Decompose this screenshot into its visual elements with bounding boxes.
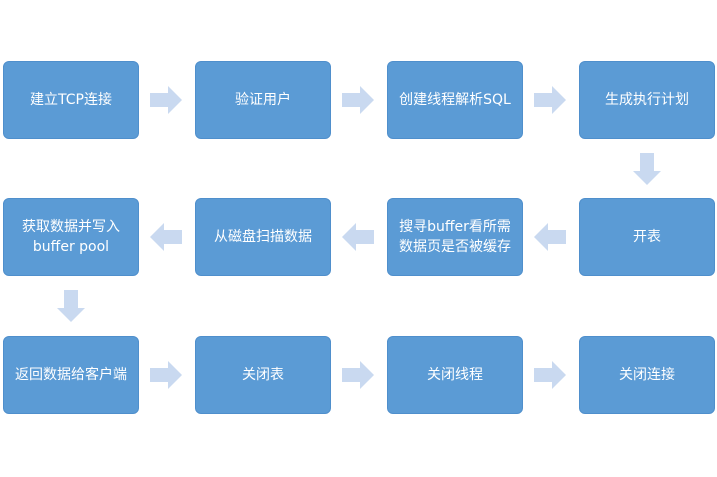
step-create-thread-parse-sql: 创建线程解析SQL	[387, 61, 523, 139]
step-close-thread: 关闭线程	[387, 336, 523, 414]
arrow-right-icon	[534, 86, 566, 114]
arrow-right-icon	[534, 361, 566, 389]
step-search-buffer-cache: 搜寻buffer看所需 数据页是否被缓存	[387, 198, 523, 276]
step-generate-execution-plan: 生成执行计划	[579, 61, 715, 139]
arrow-right-icon	[150, 86, 182, 114]
step-close-connection: 关闭连接	[579, 336, 715, 414]
step-scan-disk-data: 从磁盘扫描数据	[195, 198, 331, 276]
step-return-data-to-client: 返回数据给客户端	[3, 336, 139, 414]
arrow-left-icon	[150, 223, 182, 251]
step-fetch-write-buffer-pool: 获取数据并写入 buffer pool	[3, 198, 139, 276]
step-establish-tcp-connection: 建立TCP连接	[3, 61, 139, 139]
arrow-down-icon	[633, 153, 661, 185]
arrow-right-icon	[150, 361, 182, 389]
arrow-right-icon	[342, 86, 374, 114]
step-open-table: 开表	[579, 198, 715, 276]
arrow-left-icon	[342, 223, 374, 251]
step-verify-user: 验证用户	[195, 61, 331, 139]
arrow-right-icon	[342, 361, 374, 389]
arrow-down-icon	[57, 290, 85, 322]
step-close-table: 关闭表	[195, 336, 331, 414]
arrow-left-icon	[534, 223, 566, 251]
